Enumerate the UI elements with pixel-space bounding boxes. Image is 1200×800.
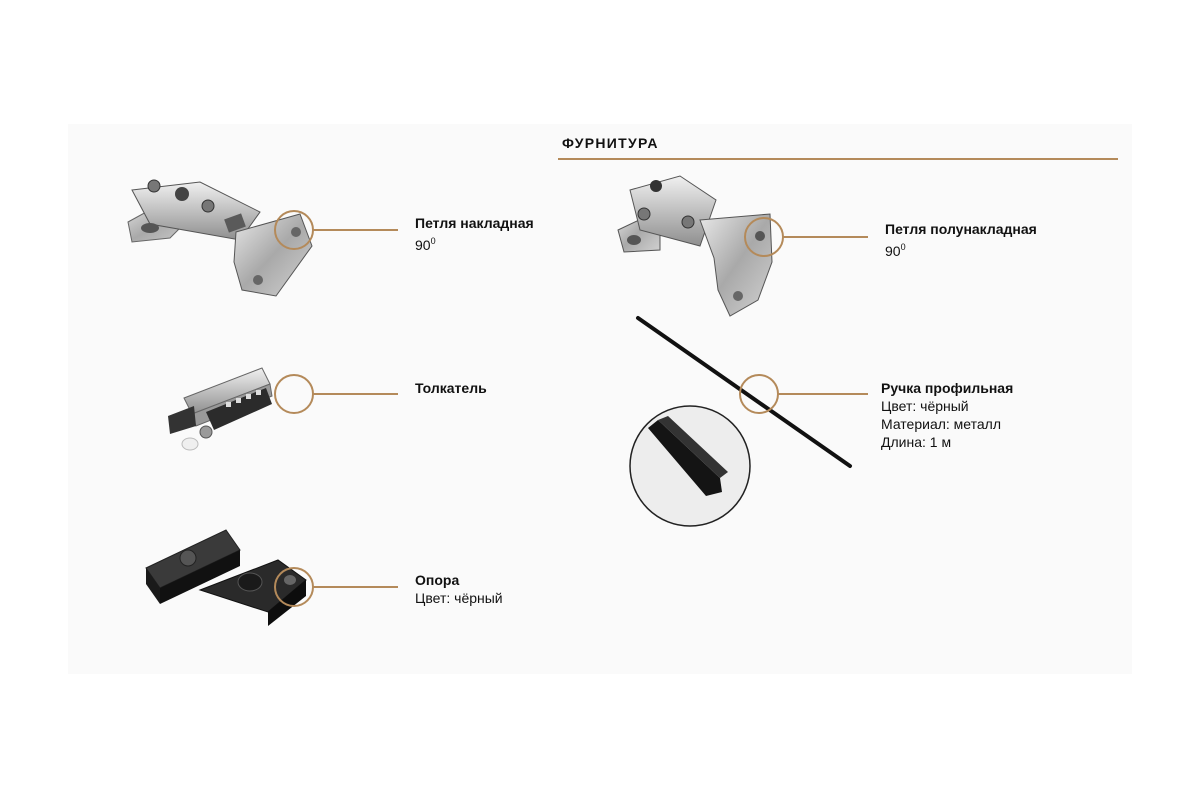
half-overlay-hinge-angle: 900 [885, 238, 1037, 260]
profile-handle-label: Ручка профильная Цвет: чёрный Материал: … [881, 379, 1013, 451]
section-title: ФУРНИТУРА [562, 135, 659, 151]
overlay-hinge-name: Петля накладная [415, 215, 534, 231]
support-foot-color: Цвет: чёрный [415, 590, 503, 606]
overlay-hinge-label: Петля накладная 900 [415, 214, 534, 254]
overlay-hinge-angle-value: 90 [415, 237, 431, 253]
profile-handle-name: Ручка профильная [881, 380, 1014, 396]
overlay-hinge-photo [127, 179, 313, 297]
half-overlay-hinge-photo [617, 175, 773, 317]
profile-handle-length: Длина: 1 м [881, 434, 952, 450]
half-overlay-hinge-angle-value: 90 [885, 243, 901, 259]
profile-handle-color: Цвет: чёрный [881, 398, 969, 414]
half-overlay-hinge-name: Петля полунакладная [885, 221, 1037, 237]
push-latch-label: Толкатель [415, 379, 487, 397]
push-latch-photo [168, 367, 273, 451]
support-foot-name: Опора [415, 572, 460, 588]
title-rule [558, 158, 1118, 160]
push-latch-callout-circle [274, 374, 314, 414]
half-overlay-hinge-angle-sup: 0 [900, 242, 906, 252]
overlay-hinge-angle-sup: 0 [430, 236, 436, 246]
profile-handle-material: Материал: металл [881, 416, 1002, 432]
overlay-hinge-angle: 900 [415, 232, 534, 254]
support-foot-label: Опора Цвет: чёрный [415, 571, 503, 607]
push-latch-name: Толкатель [415, 380, 487, 396]
support-foot-photo [145, 529, 307, 626]
profile-handle-photo [629, 316, 852, 527]
half-overlay-hinge-label: Петля полунакладная 900 [885, 220, 1037, 260]
